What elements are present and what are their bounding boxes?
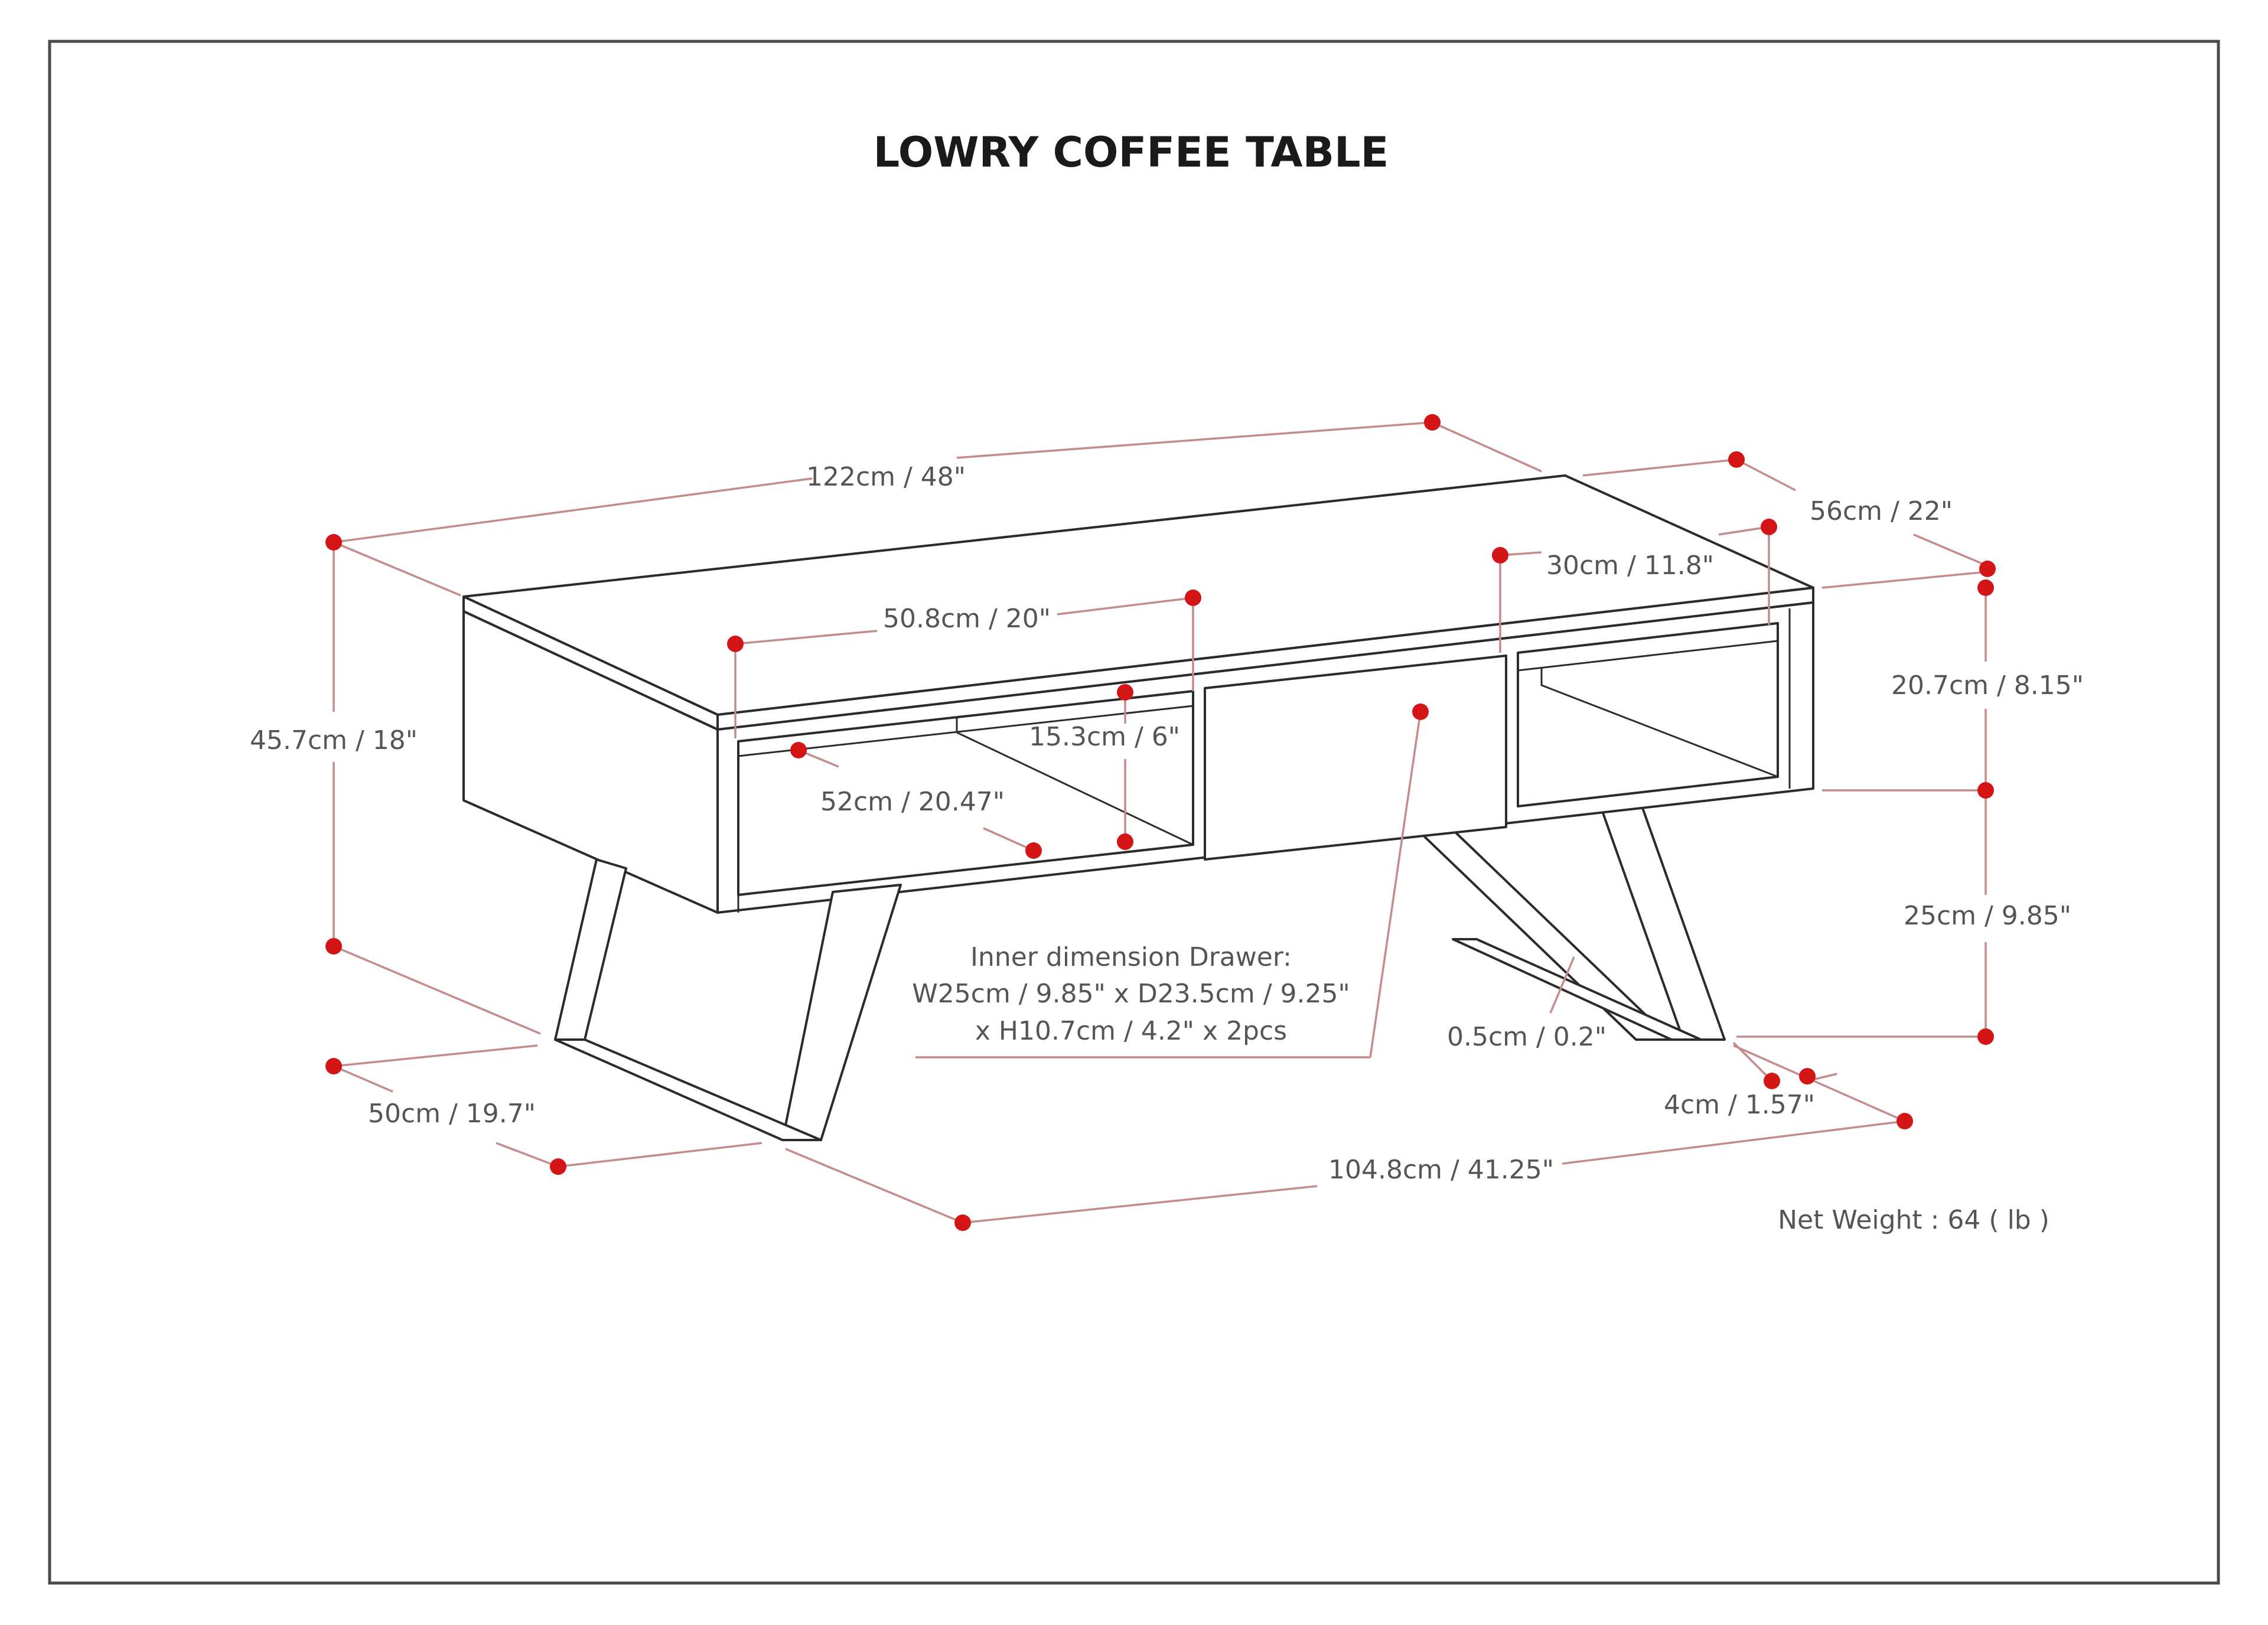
top-section-endpoint-bottom [1977,782,1994,799]
shelf-height-label: 15.3cm / 6" [1029,722,1180,752]
left-shelf-inner-top [738,705,1194,757]
overall-depth-label: 56cm / 22" [1810,496,1953,526]
back-leg-base [1452,938,1702,1041]
leg-depth-label: 50cm / 19.7" [368,1099,536,1129]
width-line-left [333,477,813,543]
clearance-endpoint-bottom [1977,1028,1994,1045]
width-endpoint-right [1424,414,1441,431]
dimension-labels: 122cm / 48" 56cm / 22" 45.7cm / 18" 50.8… [250,462,2084,1235]
leg-depth-ext-top [333,1044,538,1067]
leg-width-label: 4cm / 1.57" [1664,1090,1815,1120]
drawer-width-endpoint-right [1761,519,1777,535]
right-shelf-floor-line [1540,667,1778,778]
depth-line-3 [1913,533,1988,567]
dimension-lines [333,421,1988,1224]
coffee-table-drawing [462,474,1814,1141]
drawer-width-endpoint-left [1492,547,1508,564]
shelf-width-label: 50.8cm / 20" [883,604,1051,634]
top-section-height-label: 20.7cm / 8.15" [1891,670,2084,701]
top-section-endpoint-top [1977,579,1994,596]
shelf-depth-label: 52cm / 20.47" [820,787,1005,817]
leg-thickness-label: 0.5cm / 0.2" [1447,1022,1606,1052]
right-shelf-inner-top [1517,640,1778,672]
leg-depth-endpoint-top [325,1058,342,1074]
net-weight-label: Net Weight : 64 ( lb ) [1778,1205,2049,1235]
front-leg-rear-post [554,858,627,1041]
height-endpoint-bottom [325,938,342,955]
leg-thickness-line [1549,956,1575,1014]
leg-width-endpoint-right [1799,1068,1816,1085]
drawer-front [1204,654,1507,861]
leg-span-line-left [962,1185,1318,1224]
diagram-frame [48,40,2220,1585]
shelf-height-endpoint-top [1117,684,1133,701]
depth-line [1582,458,1737,477]
left-shelf-floor-line [956,731,1194,846]
drawer-note-line1: Inner dimension Drawer: [970,942,1292,972]
leg-span-ext-left [785,1148,963,1224]
shelf-depth-endpoint-top [790,742,807,758]
front-leg-base [554,1038,822,1141]
depth-extension [1821,571,1988,589]
overall-height-label: 45.7cm / 18" [250,725,418,755]
shelf-height-endpoint-bottom [1117,833,1133,850]
shelf-width-line-right [1057,597,1194,616]
drawer-note-leader [1369,711,1422,1058]
drawer-note-endpoint [1412,704,1429,720]
leg-depth-endpoint-bottom [550,1158,566,1175]
leg-clearance-label: 25cm / 9.85" [1904,901,2071,931]
shelf-width-endpoint-left [727,636,744,652]
width-extension-left [333,541,461,597]
leg-span-label: 104.8cm / 41.25" [1328,1155,1554,1185]
dimension-endpoints [325,414,1996,1231]
height-extension [333,945,541,1035]
width-line-right [956,421,1433,459]
leg-span-endpoint-left [954,1214,971,1231]
shelf-width-line-left [735,630,878,645]
shelf-depth-endpoint-bottom [1025,842,1042,859]
shelf-depth-line-bottom [983,827,1034,852]
drawer-width-label: 30cm / 11.8" [1546,551,1714,581]
leg-span-ext-right [1733,1044,1905,1122]
shelf-width-endpoint-right [1185,590,1201,606]
leg-depth-line-top [333,1065,393,1093]
leg-width-endpoint-left [1764,1073,1780,1089]
depth-endpoint-top [1728,451,1745,468]
depth-endpoint-bottom [1979,561,1996,577]
leg-span-line-right [1562,1120,1905,1165]
leg-depth-line-bottom [496,1142,559,1168]
drawer-note-line2: W25cm / 9.85" x D23.5cm / 9.25" [912,979,1350,1009]
width-extension-right [1432,421,1542,473]
leg-span-endpoint-right [1896,1113,1913,1129]
front-leg-diagonal [781,884,902,1141]
leg-depth-ext-bottom [558,1142,762,1168]
overall-width-label: 122cm / 48" [806,462,966,492]
drawer-width-line-right [1718,526,1770,536]
depth-line-2 [1736,458,1796,491]
width-endpoint-left [325,534,342,551]
right-shelf-opening [1517,622,1779,807]
drawer-note-line3: x H10.7cm / 4.2" x 2pcs [975,1016,1287,1046]
diagram-title: LOWRY COFFEE TABLE [874,128,1389,177]
